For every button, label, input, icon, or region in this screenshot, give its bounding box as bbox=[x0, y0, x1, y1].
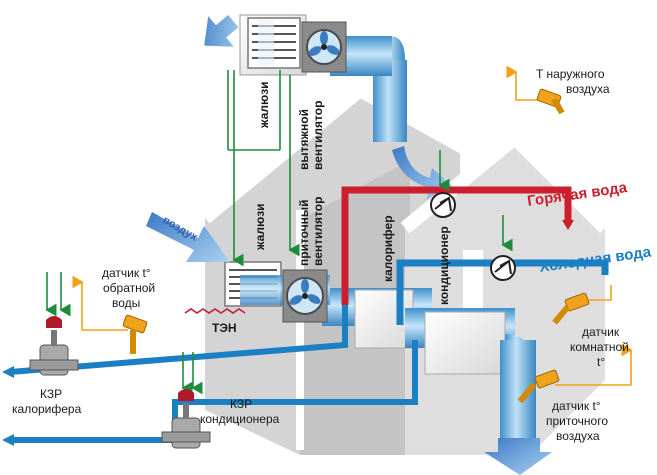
louver-bottom-label: жалюзи bbox=[253, 203, 267, 251]
sensor-icon bbox=[122, 314, 148, 354]
return-sensor-label-line3: воды bbox=[112, 296, 140, 310]
cold-return-pipe bbox=[2, 305, 418, 446]
control-lines bbox=[45, 70, 513, 395]
ten-label: ТЭН bbox=[212, 321, 237, 335]
outdoor-sensor-label-line2: воздуха bbox=[566, 82, 610, 96]
room-sensor-label-line1: датчик bbox=[582, 325, 620, 339]
return-sensor-label-line2: обратной bbox=[103, 281, 155, 295]
supply-air-sensor-label-line1: датчик t° bbox=[552, 399, 601, 413]
valve-icon bbox=[29, 316, 79, 376]
airflow-arrow-icon bbox=[146, 212, 230, 262]
room-sensor-label-line3: t° bbox=[597, 355, 605, 369]
louver-top-label: жалюзи bbox=[257, 81, 271, 129]
pump-icon bbox=[430, 192, 456, 218]
pump-icon bbox=[490, 255, 516, 281]
valve-icon bbox=[161, 389, 211, 449]
sensor-icon bbox=[517, 369, 560, 404]
sensor-icon bbox=[552, 292, 590, 325]
sensor-lines bbox=[72, 65, 633, 386]
kzr-conditioner-label-line2: кондиционера bbox=[200, 412, 280, 426]
supply-fan-label-line1: приточный bbox=[297, 199, 311, 266]
hot-water-pipe bbox=[341, 186, 574, 305]
supply-fan-label-line2: вентилятор bbox=[311, 197, 325, 266]
supply-air-sensor-label-line3: воздуха bbox=[556, 429, 600, 443]
exhaust-fan-label-line1: вытяжной bbox=[297, 109, 311, 170]
sensor-icon bbox=[536, 88, 565, 115]
supply-air-sensor-label-line2: приточного bbox=[546, 414, 608, 428]
outdoor-sensor-label-line1: T наружного bbox=[536, 67, 605, 81]
heater-coil bbox=[184, 308, 246, 314]
return-sensor-label-line1: датчик t° bbox=[102, 266, 151, 280]
kzr-conditioner-label-line1: КЗР bbox=[230, 397, 252, 411]
kzr-calorifer-label-line1: КЗР bbox=[40, 387, 62, 401]
fan-icon bbox=[301, 21, 347, 73]
fan-icon bbox=[282, 269, 328, 323]
airflow-arrow-icon bbox=[204, 15, 239, 47]
kzr-calorifer-label-line2: калорифера bbox=[12, 402, 82, 416]
louver-icon bbox=[247, 17, 301, 69]
room-sensor-label-line2: комнатной bbox=[570, 340, 629, 354]
calorifer-label: калорифер bbox=[381, 215, 395, 282]
conditioner-label: кондиционер bbox=[437, 226, 451, 305]
exhaust-fan-label-line2: вентилятор bbox=[311, 101, 325, 170]
airflow-arrow-icon bbox=[484, 438, 552, 475]
